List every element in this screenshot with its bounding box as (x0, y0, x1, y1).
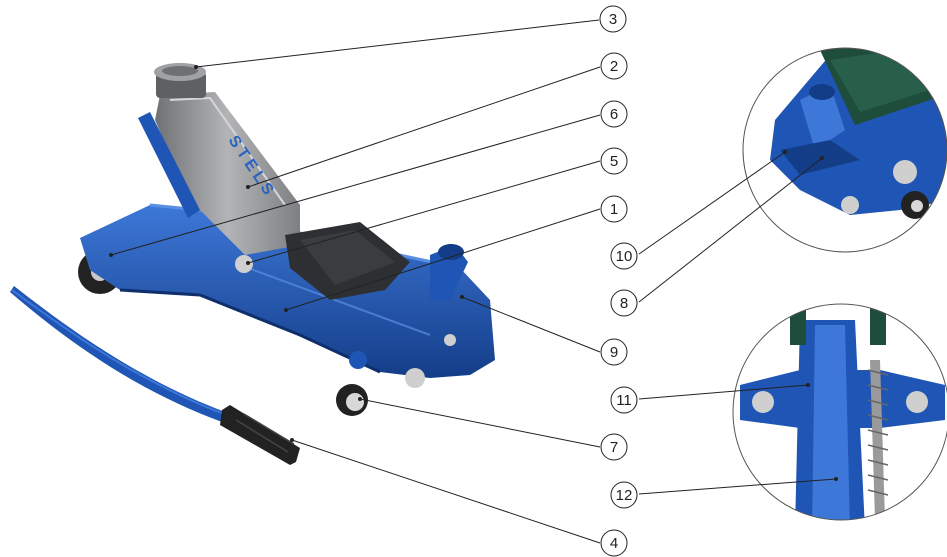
leader-line-8 (638, 157, 823, 303)
callout-1-label: 1 (610, 201, 618, 218)
jack-handle (10, 286, 300, 465)
callout-6-label: 6 (610, 106, 618, 123)
leader-line-4 (291, 439, 601, 544)
leader-dot-6 (109, 253, 113, 257)
pump-socket (430, 244, 468, 300)
leader-line-12 (638, 478, 837, 495)
callout-3-label: 3 (609, 11, 617, 28)
callout-lines (109, 19, 838, 544)
detail-inset-bottom (733, 304, 947, 520)
leader-line-1 (285, 208, 601, 311)
callout-10-label: 10 (616, 248, 633, 265)
leader-line-6 (110, 114, 601, 256)
callout-1: 1 (600, 195, 628, 223)
leader-dot-8 (820, 156, 824, 160)
saddle (154, 63, 206, 98)
leader-line-7 (359, 398, 601, 448)
callout-7: 7 (600, 433, 628, 461)
leader-dot-11 (806, 383, 810, 387)
callout-3: 3 (599, 5, 627, 33)
callout-4: 4 (600, 529, 628, 557)
leader-line-5 (247, 160, 601, 264)
callout-12-label: 12 (616, 487, 633, 504)
callout-5-label: 5 (610, 153, 618, 170)
leader-dot-3 (194, 65, 198, 69)
callout-10: 10 (610, 242, 638, 270)
leader-line-3 (195, 19, 600, 68)
leader-dot-1 (284, 308, 288, 312)
callout-6: 6 (600, 100, 628, 128)
bolt (444, 334, 456, 346)
callout-8-label: 8 (620, 295, 628, 312)
leader-line-9 (461, 296, 601, 353)
leader-dot-7 (358, 397, 362, 401)
leader-dot-10 (783, 150, 787, 154)
callout-12: 12 (610, 481, 638, 509)
callout-11: 11 (610, 386, 638, 414)
lift-arm: STELS (155, 92, 300, 255)
leader-dot-9 (460, 295, 464, 299)
leader-line-10 (638, 151, 786, 255)
callout-7-label: 7 (610, 439, 618, 456)
callout-badges: 3 2 6 5 1 10 8 9 (599, 5, 638, 557)
callout-11-label: 11 (616, 392, 632, 409)
leader-line-2 (247, 66, 601, 188)
side-link (138, 112, 200, 218)
callout-9: 9 (600, 338, 628, 366)
leader-dot-12 (834, 477, 838, 481)
bolt (235, 255, 253, 273)
callout-2-label: 2 (610, 58, 618, 75)
leader-dot-4 (290, 438, 294, 442)
callout-5: 5 (600, 147, 628, 175)
detail-inset-top (743, 48, 947, 252)
bolt (405, 368, 425, 388)
callout-4-label: 4 (610, 535, 618, 552)
leader-dot-2 (246, 185, 250, 189)
leader-dot-5 (246, 261, 250, 265)
callout-2: 2 (600, 52, 628, 80)
leader-line-11 (638, 384, 809, 400)
detail-inset-top-border (742, 47, 947, 253)
front-caster (336, 351, 368, 416)
callout-8: 8 (610, 289, 638, 317)
detail-inset-bottom-border (732, 303, 947, 521)
callout-9-label: 9 (610, 344, 618, 361)
